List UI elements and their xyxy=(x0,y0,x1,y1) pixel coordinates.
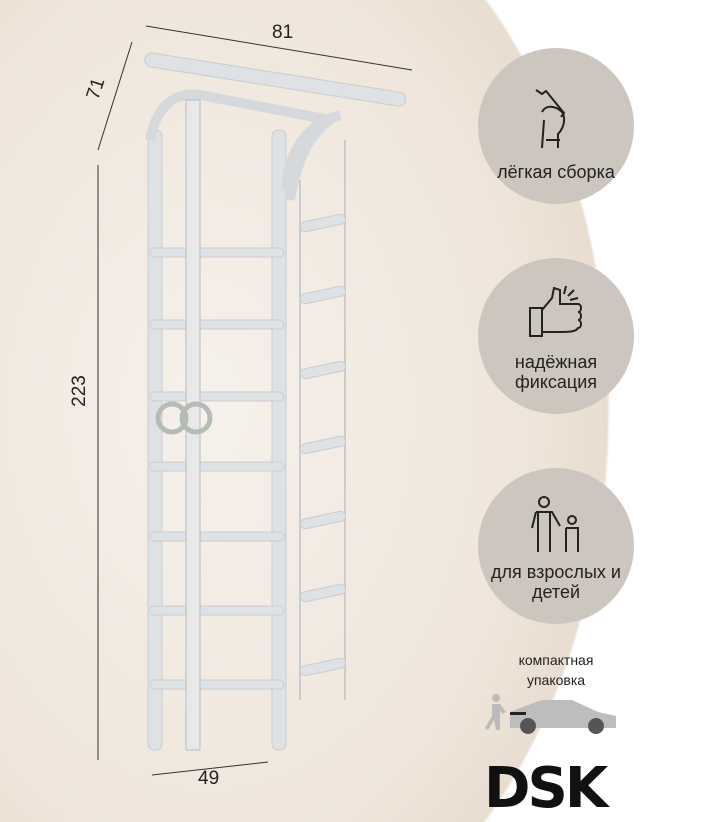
base-dimension-line xyxy=(151,761,269,776)
feature-label: для взрослых и детей xyxy=(491,562,621,602)
packaging-label: компактная упаковка xyxy=(518,652,594,688)
height-label: 223 xyxy=(68,375,90,407)
width-dimension-line xyxy=(145,25,413,71)
width-label: 81 xyxy=(272,22,294,43)
thumbs-up-icon xyxy=(529,285,582,337)
parent-child-icon xyxy=(531,496,579,552)
wrench-hand-icon xyxy=(535,89,566,149)
feature-adults-children: для взрослых и детей xyxy=(478,468,634,624)
feature-label: надёжная фиксация xyxy=(514,352,598,392)
car-loading-icon xyxy=(485,694,616,734)
wall-bars xyxy=(144,52,407,751)
feature-reliable-fixation: надёжная фиксация xyxy=(478,258,634,414)
feature-label: лёгкая сборка xyxy=(497,162,615,182)
feature-easy-assembly: лёгкая сборка xyxy=(478,48,634,204)
dsk-logo: DSK xyxy=(484,756,608,821)
depth-dimension-line xyxy=(97,41,133,151)
base-label: 49 xyxy=(198,768,220,789)
